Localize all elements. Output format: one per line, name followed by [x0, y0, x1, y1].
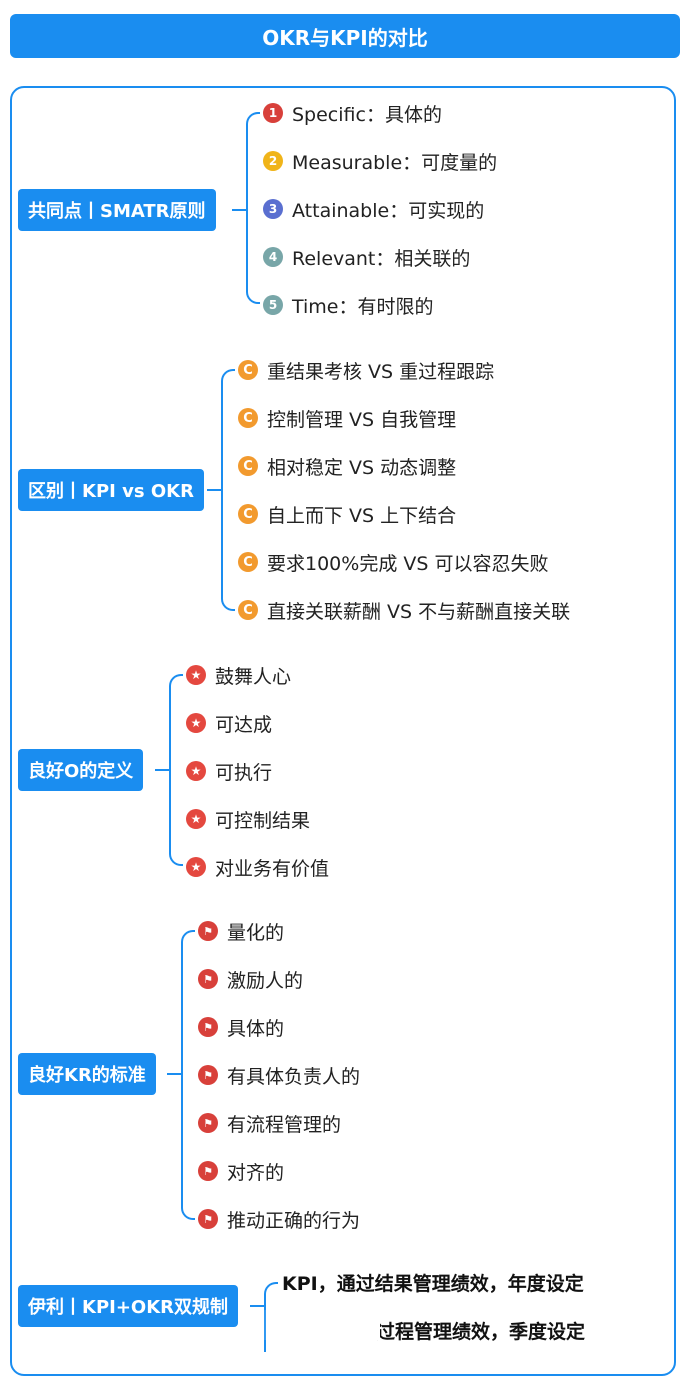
list-item: 过程管理绩效，季度设定: [376, 1320, 586, 1343]
flag-icon: ⚑: [198, 1209, 218, 1229]
page-title: OKR与KPI的对比: [10, 14, 680, 58]
diagram-frame: [10, 86, 676, 1376]
flag-icon: ⚑: [198, 1065, 218, 1085]
list-item: ★可达成: [186, 708, 272, 738]
list-item: ★鼓舞人心: [186, 660, 291, 690]
copyright-icon: C: [238, 600, 258, 620]
number-2-icon: 2: [263, 151, 283, 171]
watermark-overlay: [260, 1310, 380, 1340]
copyright-icon: C: [238, 504, 258, 524]
section-label-difference: 区别丨KPI vs OKR: [18, 469, 204, 511]
connector: [232, 209, 246, 211]
connector: [155, 769, 169, 771]
list-item: ⚑有具体负责人的: [198, 1060, 360, 1090]
branch-brace: [169, 674, 183, 866]
connector: [207, 489, 221, 491]
star-icon: ★: [186, 761, 206, 781]
section-label-good-kr: 良好KR的标准: [18, 1053, 156, 1095]
list-item: ★可执行: [186, 756, 272, 786]
branch-brace: [246, 112, 260, 304]
list-item: ★对业务有价值: [186, 852, 329, 882]
copyright-icon: C: [238, 552, 258, 572]
copyright-icon: C: [238, 360, 258, 380]
flag-icon: ⚑: [198, 1161, 218, 1181]
number-3-icon: 3: [263, 199, 283, 219]
list-item: ⚑具体的: [198, 1012, 284, 1042]
connector: [250, 1305, 264, 1307]
star-icon: ★: [186, 713, 206, 733]
list-item: ⚑量化的: [198, 916, 284, 946]
number-5-icon: 5: [263, 295, 283, 315]
list-item: ⚑有流程管理的: [198, 1108, 341, 1138]
list-item: ⚑激励人的: [198, 964, 303, 994]
star-icon: ★: [186, 809, 206, 829]
list-item: ⚑推动正确的行为: [198, 1204, 360, 1234]
branch-brace: [181, 930, 195, 1220]
flag-icon: ⚑: [198, 1113, 218, 1133]
flag-icon: ⚑: [198, 1017, 218, 1037]
list-item: ⚑对齐的: [198, 1156, 284, 1186]
number-4-icon: 4: [263, 247, 283, 267]
copyright-icon: C: [238, 408, 258, 428]
star-icon: ★: [186, 665, 206, 685]
connector: [167, 1073, 181, 1075]
list-item: KPI，通过结果管理绩效，年度设定: [282, 1272, 584, 1295]
copyright-icon: C: [238, 456, 258, 476]
list-item: ★可控制结果: [186, 804, 310, 834]
number-1-icon: 1: [263, 103, 283, 123]
section-label-good-o: 良好O的定义: [18, 749, 144, 791]
section-label-yili: 伊利丨KPI+OKR双规制: [18, 1285, 239, 1327]
star-icon: ★: [186, 857, 206, 877]
flag-icon: ⚑: [198, 921, 218, 941]
branch-brace: [221, 369, 235, 611]
section-label-smatr: 共同点丨SMATR原则: [18, 189, 216, 231]
flag-icon: ⚑: [198, 969, 218, 989]
